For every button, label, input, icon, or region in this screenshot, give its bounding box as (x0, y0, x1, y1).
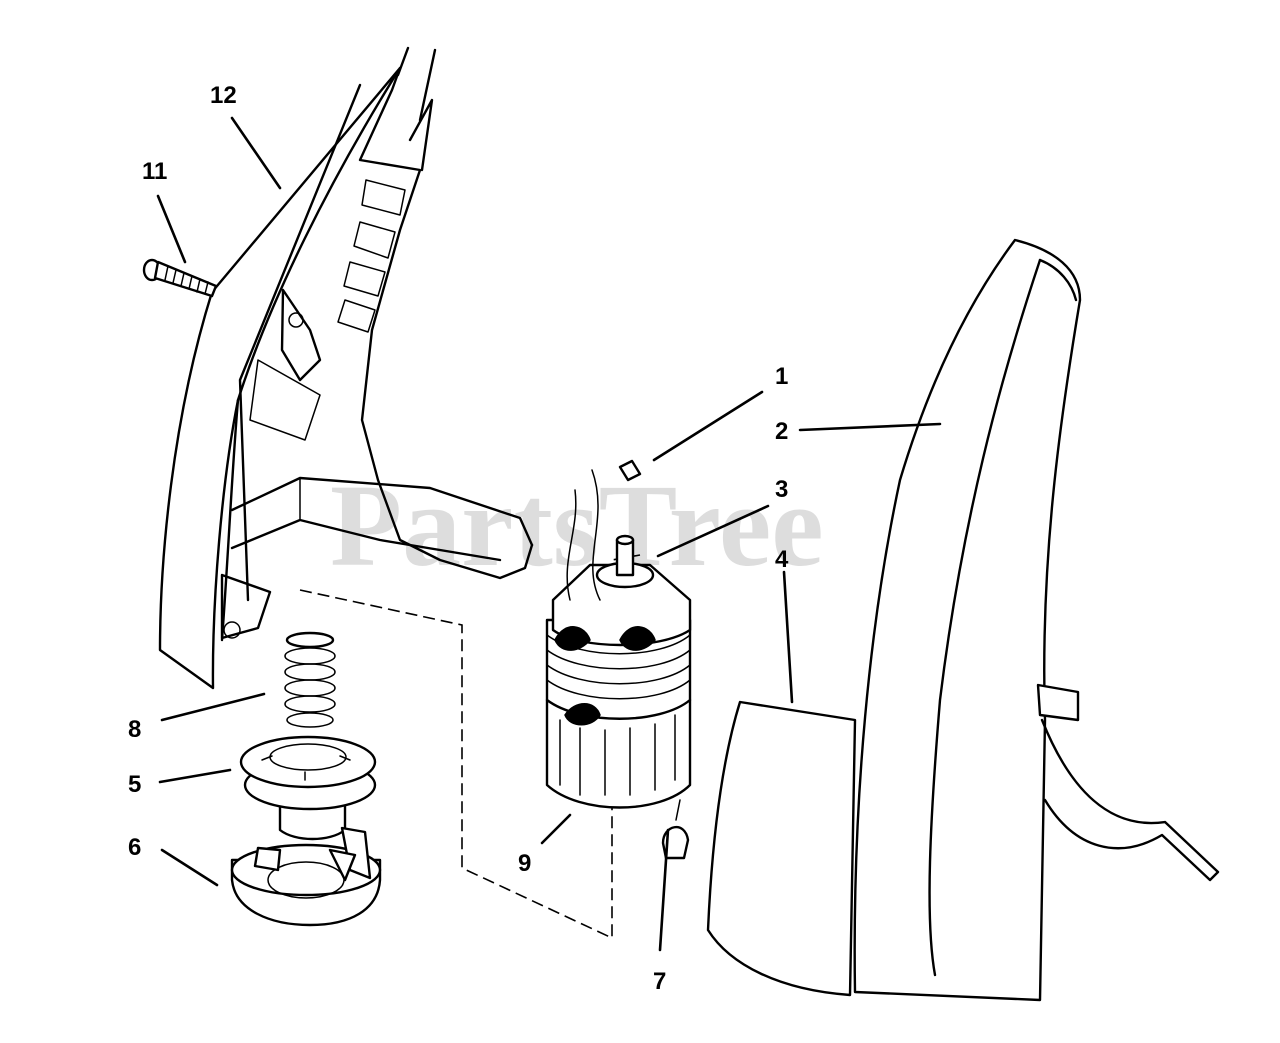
screw-part-1 (618, 459, 642, 482)
left-housing-part-12 (158, 46, 534, 690)
callout-3: 3 (775, 476, 788, 503)
watermark-text: PartsTree (330, 460, 824, 591)
callout-5: 5 (128, 771, 141, 798)
terminal-part-7 (661, 799, 690, 860)
callout-12: 12 (210, 82, 237, 109)
callout-11: 11 (142, 158, 167, 185)
leader-lines (156, 116, 942, 952)
callout-2: 2 (775, 418, 788, 445)
callout-6: 6 (128, 834, 141, 861)
spool-part-5 (239, 735, 377, 841)
callout-9: 9 (518, 850, 531, 877)
right-housing-part-2 (853, 238, 1220, 1002)
motor-part-9 (545, 469, 692, 809)
screw-part-11 (142, 258, 218, 298)
callout-4: 4 (775, 546, 789, 573)
callout-1: 1 (775, 363, 788, 390)
spring-part-8 (284, 631, 336, 728)
callout-7: 7 (653, 968, 666, 995)
spool-cap-part-6 (230, 826, 382, 927)
callout-8: 8 (128, 716, 141, 743)
label-decal-part-4 (706, 700, 857, 997)
